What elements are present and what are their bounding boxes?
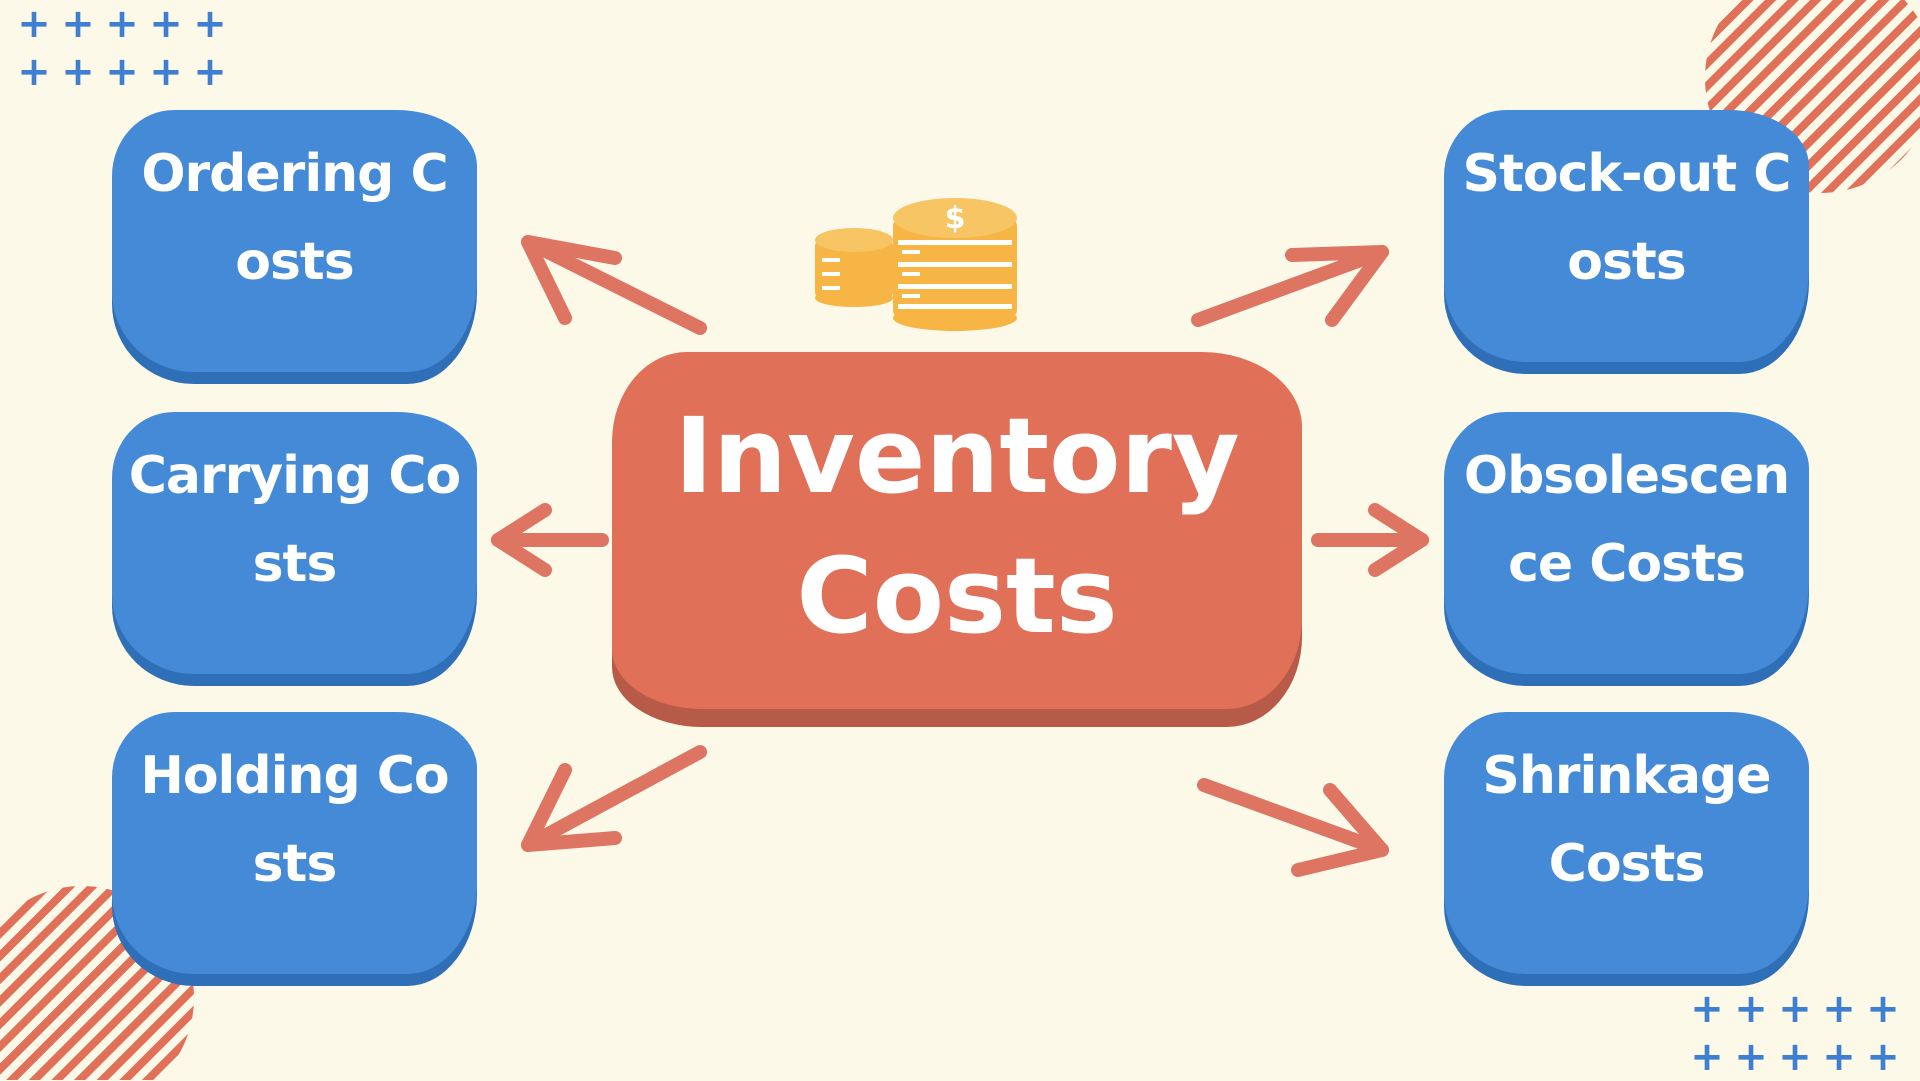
center-node-inventory-costs: Inventory Costs bbox=[612, 352, 1302, 709]
card-holding-costs: Holding Costs bbox=[112, 712, 477, 974]
card-label: Obsolescence Costs bbox=[1463, 446, 1790, 594]
plus-icon: + bbox=[1734, 1034, 1768, 1080]
plus-icon: + bbox=[17, 1, 51, 47]
plus-icon: + bbox=[1866, 986, 1900, 1032]
center-title: Inventory Costs bbox=[674, 394, 1240, 657]
plus-icon: + bbox=[149, 1, 183, 47]
card-shrinkage-costs: Shrinkage Costs bbox=[1444, 712, 1809, 974]
plus-icon: + bbox=[1822, 1034, 1856, 1080]
card-carrying-costs: Carrying Costs bbox=[112, 412, 477, 674]
card-label: Holding Costs bbox=[140, 746, 449, 894]
card-label: Ordering Costs bbox=[141, 144, 448, 292]
plus-icon: + bbox=[1690, 986, 1724, 1032]
plus-icon: + bbox=[149, 49, 183, 95]
plus-icon: + bbox=[1734, 986, 1768, 1032]
plus-icon: + bbox=[105, 49, 139, 95]
plus-icon: + bbox=[61, 49, 95, 95]
plus-icon: + bbox=[61, 1, 95, 47]
plus-icon: + bbox=[1690, 1034, 1724, 1080]
plus-grid-bottom-right: + + + + + + + + + + bbox=[1685, 985, 1905, 1081]
plus-grid-top-left: + + + + + + + + + + bbox=[12, 0, 232, 96]
coin-stack-small bbox=[815, 228, 893, 307]
plus-icon: + bbox=[1866, 1034, 1900, 1080]
coin-stack-large: $ bbox=[893, 198, 1017, 331]
card-obsolescence-costs: Obsolescence Costs bbox=[1444, 412, 1809, 674]
plus-icon: + bbox=[17, 49, 51, 95]
card-stock-out-costs: Stock-out Costs bbox=[1444, 110, 1809, 362]
dollar-sign-icon: $ bbox=[945, 201, 966, 236]
card-label: Stock-out Costs bbox=[1462, 144, 1792, 292]
arrow-icon-to-ordering bbox=[521, 235, 707, 335]
arrow-icon-to-carrying bbox=[491, 503, 609, 577]
card-label: Carrying Costs bbox=[128, 446, 461, 594]
arrow-icon-to-holding bbox=[521, 745, 707, 852]
plus-icon: + bbox=[193, 49, 227, 95]
plus-icon: + bbox=[1822, 986, 1856, 1032]
plus-icon: + bbox=[105, 1, 139, 47]
arrow-icon-to-shrinkage bbox=[1197, 778, 1389, 877]
arrow-icon-to-obsolescence bbox=[1311, 503, 1429, 577]
arrow-icon-to-stock-out bbox=[1191, 245, 1389, 327]
plus-icon: + bbox=[1778, 1034, 1812, 1080]
card-label: Shrinkage Costs bbox=[1482, 746, 1771, 894]
plus-icon: + bbox=[193, 1, 227, 47]
card-ordering-costs: Ordering Costs bbox=[112, 110, 477, 372]
plus-icon: + bbox=[1778, 986, 1812, 1032]
